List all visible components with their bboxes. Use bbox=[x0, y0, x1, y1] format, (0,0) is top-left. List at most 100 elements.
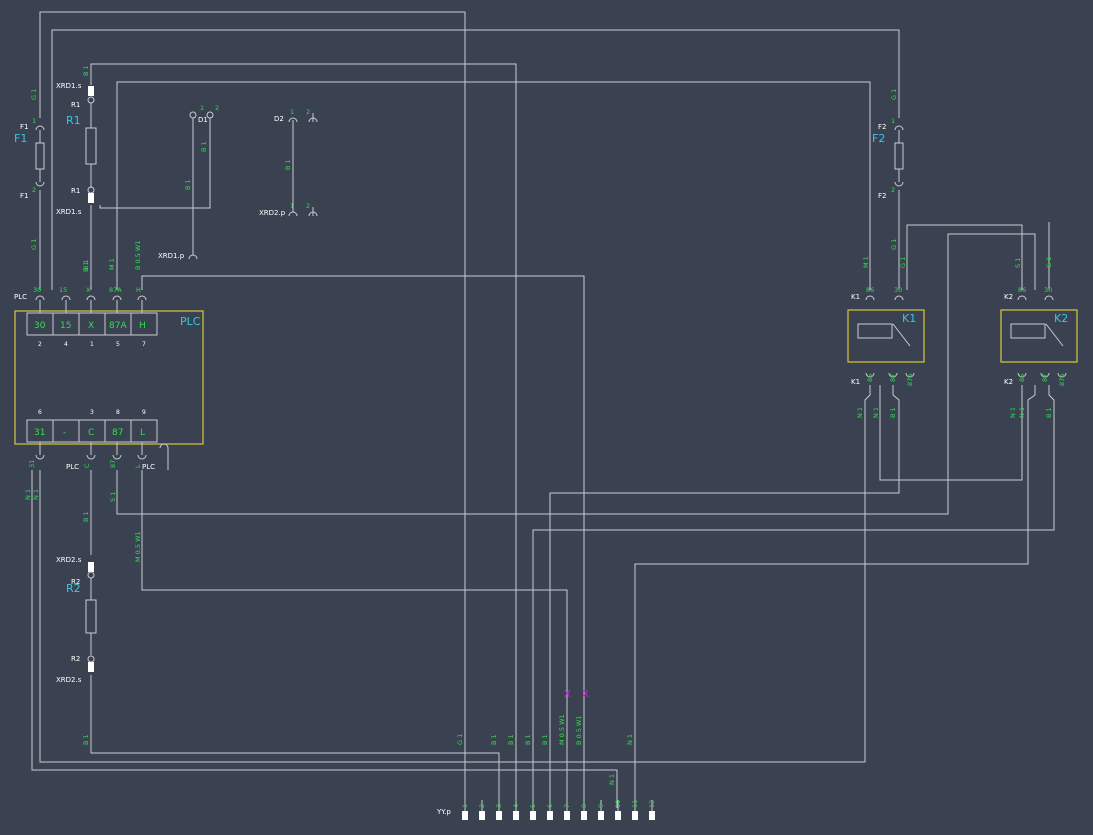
d2-terminal-1 bbox=[288, 117, 298, 123]
xrd2p-pin1: 1 bbox=[290, 202, 294, 210]
k1-86-socket bbox=[865, 295, 875, 301]
yy-pin-11 bbox=[632, 811, 638, 820]
diode-d1: D1 1 2 B 1 B 1 XRD1.p bbox=[158, 104, 219, 260]
yy-pin-label-3: 3 bbox=[495, 804, 503, 808]
r1-wire-code-b: B 1 bbox=[82, 261, 90, 272]
xrd2s-top-plug bbox=[88, 562, 94, 572]
plc-31-wirepin: 31 bbox=[28, 460, 36, 468]
k2-switch-arm bbox=[1045, 323, 1064, 347]
yy-pin-label-9: 9 bbox=[597, 804, 605, 808]
xrd1s-top-label: XRD1.s bbox=[56, 82, 82, 90]
k2-87-socket bbox=[1040, 372, 1050, 378]
k2-top-label: K2 bbox=[1004, 293, 1013, 301]
plc-top-label-x: X bbox=[88, 321, 94, 331]
r1-bot-label: R1 bbox=[71, 187, 80, 195]
plc-outline bbox=[14, 310, 204, 445]
wire-r1-yy4 bbox=[90, 63, 517, 808]
yy3-wire-code: B 1 bbox=[490, 734, 498, 745]
wire-k2-87-yy5 bbox=[532, 385, 1055, 808]
plc-top-pin-15: 4 bbox=[64, 341, 68, 348]
yy-pin-6 bbox=[547, 811, 553, 820]
yy6-wire-code: B 1 bbox=[541, 734, 549, 745]
wire-plc31-yy10 bbox=[31, 470, 618, 808]
f1-wire-code-b: G 1 bbox=[30, 239, 38, 250]
k2-outline bbox=[1000, 309, 1078, 363]
r1-wire-code: B 1 bbox=[82, 65, 90, 76]
f2-top-terminal bbox=[894, 125, 904, 131]
plc-31-socket bbox=[35, 454, 45, 460]
plc-c-wire-code: B 1 bbox=[82, 511, 90, 522]
f1-top-label: F1 bbox=[20, 123, 28, 131]
yy-pin-3 bbox=[496, 811, 502, 820]
plc-x-wire-code: B 1 bbox=[82, 259, 90, 270]
wires bbox=[31, 11, 1055, 808]
r2-label: R2 bbox=[66, 582, 81, 595]
yy-pin-8 bbox=[581, 811, 587, 820]
r1-top-label: R1 bbox=[71, 101, 80, 109]
k2-87-wire-code: B 1 bbox=[1045, 407, 1053, 418]
plc-terminal-l bbox=[130, 419, 158, 443]
k2-pin-30: 30 bbox=[1044, 286, 1052, 294]
f2-bot-terminal bbox=[894, 181, 904, 187]
plc-aux-socket bbox=[159, 443, 169, 449]
yy-pin-7 bbox=[564, 811, 570, 820]
d1-pin1: 1 bbox=[200, 104, 204, 112]
k1-outline bbox=[847, 309, 925, 363]
plc-x-wirepin: X bbox=[86, 286, 91, 294]
plc-bot-pin-c: 3 bbox=[90, 409, 94, 416]
k1-coil bbox=[857, 323, 893, 339]
plc-31-wire-code-b: N 1 bbox=[32, 489, 40, 500]
k2-bot-label: K2 bbox=[1004, 378, 1013, 386]
k2-pin-87a: 87a bbox=[1058, 374, 1066, 386]
plc-15-socket bbox=[61, 295, 71, 301]
k1-pin-30: 30 bbox=[894, 286, 902, 294]
yy-pin-label-8: 8 bbox=[580, 804, 588, 808]
plc-87-socket bbox=[112, 454, 122, 460]
plc-x-socket bbox=[86, 295, 96, 301]
k2-pin-86: 86 bbox=[1018, 286, 1026, 294]
plc-bot-label-l: L bbox=[140, 428, 145, 438]
d1-label: D1 bbox=[198, 116, 208, 124]
xrd2s-top-label: XRD2.s bbox=[56, 556, 82, 564]
wire-k2-87 bbox=[947, 233, 1036, 300]
yy7-wire-code: M 0.5 W1 bbox=[558, 714, 566, 745]
f2-pin-2: 2 bbox=[891, 186, 895, 194]
k1-bot-label: K1 bbox=[851, 378, 860, 386]
wire-r2-yy3 bbox=[90, 675, 500, 808]
k1-pin-86: 86 bbox=[866, 286, 874, 294]
yy-pin-2 bbox=[479, 811, 485, 820]
xrd1s-top-socket bbox=[87, 96, 95, 104]
k2-86-socket bbox=[1017, 295, 1027, 301]
plc-box-label: PLC bbox=[180, 315, 201, 328]
xrd2s-top-socket bbox=[87, 571, 95, 579]
k1-87-wire-code: B 1 bbox=[889, 407, 897, 418]
plc-87a-wire-code: M 1 bbox=[108, 258, 116, 270]
f2-bot-label: F2 bbox=[878, 192, 886, 200]
xrd2s-bot-socket bbox=[87, 655, 95, 663]
plc-bot-label-2: PLC bbox=[142, 463, 155, 471]
wire-d1-loop bbox=[99, 118, 211, 209]
f1-pin-1: 1 bbox=[32, 117, 36, 125]
d1-pin2: 2 bbox=[215, 104, 219, 112]
k2-30-wire-code: G 1 bbox=[1045, 257, 1053, 268]
plc-bot-label-87: 87 bbox=[112, 428, 123, 438]
yy-pin-label-5: 5 bbox=[529, 804, 537, 808]
yy-pin-label-2: 2 bbox=[478, 804, 486, 808]
xrd2p-terminal-1 bbox=[288, 211, 298, 217]
plc-30-socket bbox=[35, 295, 45, 301]
plc-bot-pin-87: 8 bbox=[116, 409, 120, 416]
d2-label: D2 bbox=[274, 115, 284, 123]
wire-k2-85-yy11 bbox=[634, 385, 1036, 808]
k2-85-wire-code-a: N 1 bbox=[1009, 407, 1017, 418]
yy-pin-label-11: 11 bbox=[631, 800, 639, 808]
plc-30-wirepin: 30 bbox=[33, 286, 41, 294]
yy-pin-label-7: 7 bbox=[563, 804, 571, 808]
plc-top-label-30: 30 bbox=[34, 321, 46, 331]
plc-31-wire-code-a: N 1 bbox=[24, 489, 32, 500]
yy4-wire-code: B 1 bbox=[507, 734, 515, 745]
xrd1s-top-plug bbox=[88, 86, 94, 96]
plc-c-socket bbox=[86, 454, 96, 460]
plc-c-wirepin: C bbox=[83, 463, 91, 468]
f1-body bbox=[35, 142, 45, 170]
